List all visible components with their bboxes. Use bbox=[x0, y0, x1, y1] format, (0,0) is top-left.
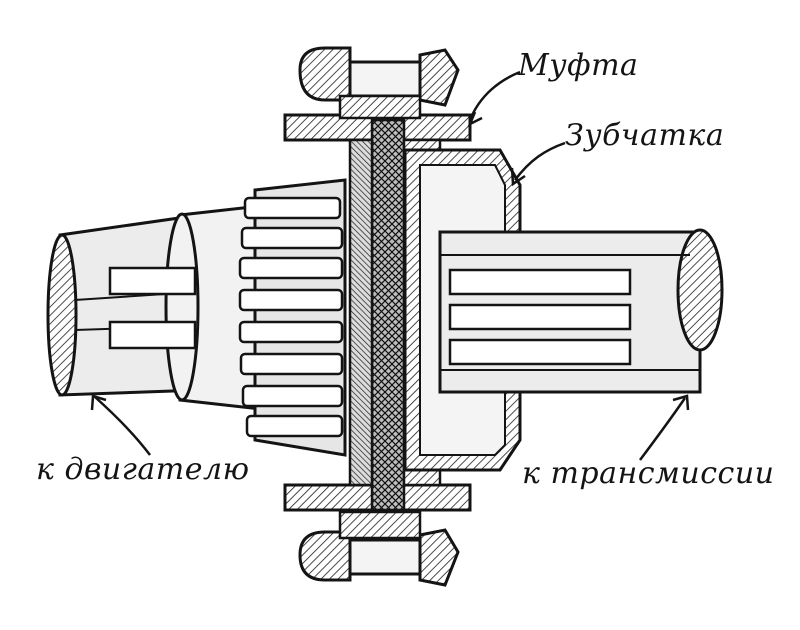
top-bolt bbox=[298, 46, 460, 120]
coupling-leader bbox=[468, 70, 521, 121]
coupling-label: Муфта bbox=[518, 48, 639, 83]
leader-lines bbox=[90, 70, 690, 461]
transmission-arrow bbox=[638, 397, 687, 461]
to-engine-label: к двигателю bbox=[36, 452, 250, 487]
bottom-bolt bbox=[298, 510, 460, 587]
to-transmission-label: к трансмиссии bbox=[522, 456, 775, 491]
right-shaft bbox=[438, 228, 724, 394]
gear-label: Зубчатка bbox=[565, 118, 725, 153]
gear-wheel bbox=[238, 178, 347, 457]
gear-leader bbox=[514, 141, 566, 181]
engine-arrow bbox=[94, 396, 151, 456]
